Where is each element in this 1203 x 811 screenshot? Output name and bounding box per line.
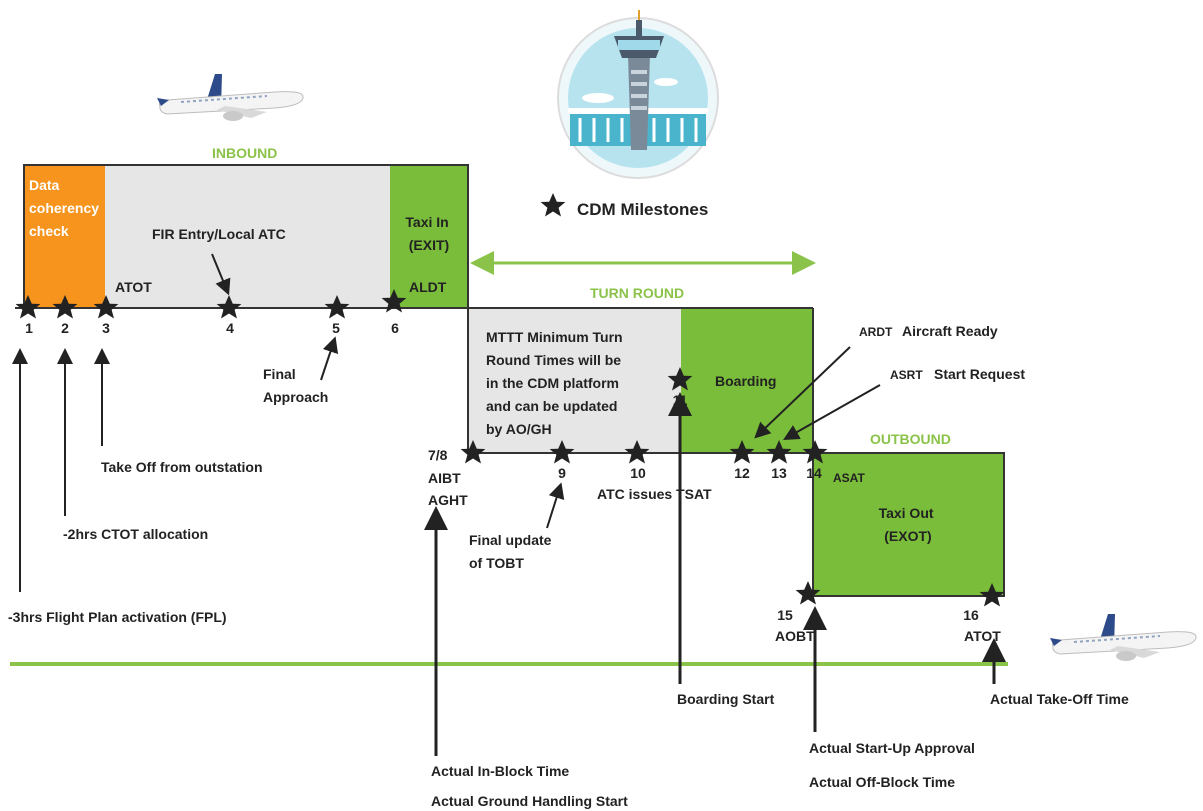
aght-code: AGHT (428, 492, 468, 508)
milestone-13-number: 13 (771, 465, 787, 481)
in-block-annotation: Actual In-Block Time (431, 763, 569, 779)
milestone-12-number: 12 (734, 465, 750, 481)
fpl-annotation: -3hrs Flight Plan activation (FPL) (8, 609, 227, 625)
taxi-in-label: Taxi In (EXIT) (405, 214, 452, 253)
data-coherency-label: Data coherency check (29, 177, 103, 239)
fir-entry-box (105, 165, 390, 308)
milestone-9-number: 9 (558, 465, 566, 481)
atc-tsat-annotation: ATC issues TSAT (597, 486, 712, 502)
taxi-in-box (390, 165, 468, 308)
milestone-2-number: 2 (61, 320, 69, 336)
inbound-section (23, 164, 469, 309)
milestone-1-number: 1 (25, 320, 33, 336)
turn-round-section (467, 307, 814, 453)
taxi-out-label: Taxi Out (EXOT) (879, 505, 938, 544)
ardt-code: ARDT (859, 325, 893, 339)
boarding-label: Boarding (715, 373, 776, 389)
taxi-out-box (812, 452, 1005, 597)
final-approach-arrow (320, 336, 339, 381)
start-up-approval-annotation: Actual Start-Up Approval (809, 740, 975, 756)
mttt-box (468, 308, 681, 453)
milestone-15-number: 15 (777, 607, 793, 623)
milestone-6-number: 6 (391, 320, 399, 336)
fir-entry-label: FIR Entry/Local ATC (152, 226, 286, 242)
final-approach-annotation: Final Approach (263, 366, 328, 405)
off-block-annotation: Actual Off-Block Time (809, 774, 955, 790)
take-off-outstation-annotation: Take Off from outstation (101, 459, 263, 475)
star-icon (540, 193, 566, 217)
legend-label: CDM Milestones (577, 200, 708, 219)
outbound-section (812, 452, 1005, 597)
mttt-label: MTTT Minimum Turn Round Times will be in… (486, 329, 627, 437)
milestone-5-number: 5 (332, 320, 340, 336)
milestone-10-number: 10 (630, 465, 646, 481)
atot-bottom-code: ATOT (964, 628, 1001, 644)
milestone-4-number: 4 (226, 320, 234, 336)
asat-code: ASAT (833, 471, 865, 485)
atot-top-code: ATOT (115, 279, 152, 295)
aibt-code: AIBT (428, 470, 461, 486)
phase-inbound-title: INBOUND (212, 145, 277, 161)
final-update-tobt-annotation: Final update of TOBT (469, 532, 555, 571)
airplane-icon (1050, 614, 1197, 661)
airplane-icon (157, 74, 304, 121)
ground-handling-annotation: Actual Ground Handling Start (431, 793, 628, 809)
ctot-annotation: -2hrs CTOT allocation (63, 526, 208, 542)
aldt-code: ALDT (409, 279, 447, 295)
aobt-code: AOBT (775, 628, 815, 644)
boarding-start-annotation: Boarding Start (677, 691, 775, 707)
tobt-arrow (546, 482, 565, 529)
milestone-3-number: 3 (102, 320, 110, 336)
control-tower-icon (546, 8, 730, 190)
data-coherency-box (24, 165, 105, 308)
aircraft-ready-annotation: Aircraft Ready (902, 323, 998, 339)
asrt-code: ASRT (890, 368, 923, 382)
phase-turn-round-title: TURN ROUND (590, 285, 684, 301)
milestone-7-8-number: 7/8 (428, 447, 448, 463)
start-request-arrow (783, 384, 881, 440)
aircraft-ready-arrow (754, 346, 851, 439)
milestone-14-number: 14 (806, 465, 822, 481)
actual-take-off-annotation: Actual Take-Off Time (990, 691, 1129, 707)
legend: CDM Milestones (540, 193, 708, 219)
milestone-16-number: 16 (963, 607, 979, 623)
phase-outbound-title: OUTBOUND (870, 431, 951, 447)
start-request-annotation: Start Request (934, 366, 1025, 382)
fir-entry-arrow (211, 253, 231, 296)
